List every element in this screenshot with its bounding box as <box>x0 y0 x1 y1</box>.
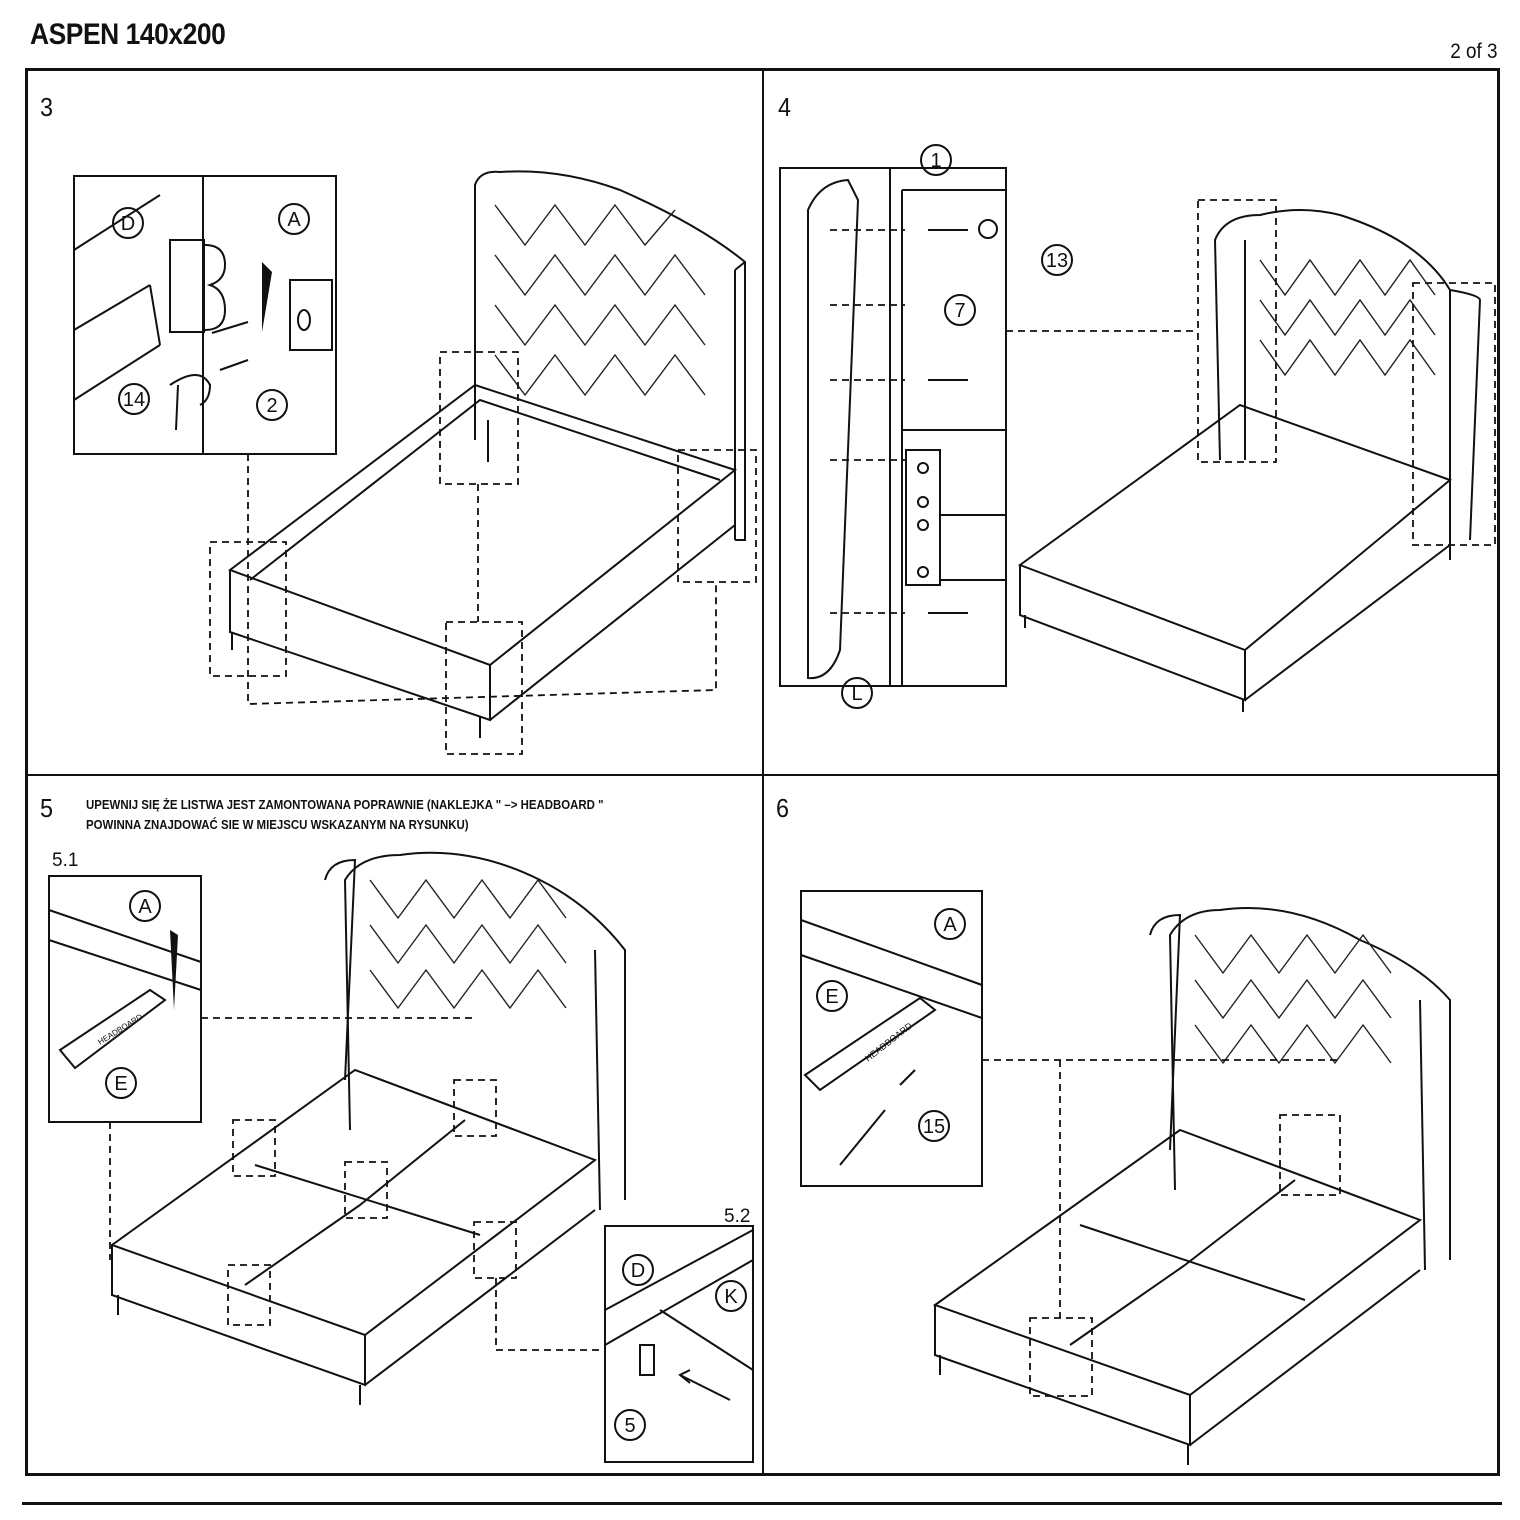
callout-5-K <box>715 1280 747 1312</box>
step-5-note-line1: UPEWNIJ SIĘ ŻE LISTWA JEST ZAMONTOWANA P… <box>86 797 604 812</box>
callout-6-E <box>816 980 848 1012</box>
step-4-detail-box <box>779 167 1007 687</box>
callout-5-D-label: D <box>631 1260 645 1282</box>
callout-5-5 <box>614 1409 646 1441</box>
step-5-detail-box-1 <box>48 875 202 1123</box>
callout-A <box>278 203 310 235</box>
callout-14 <box>118 383 150 415</box>
callout-6-15-label: 15 <box>923 1116 945 1138</box>
step-5-illustration: HEADBOARD A E D <box>48 851 754 1463</box>
callout-6-A-label: A <box>943 914 957 936</box>
callout-5-K-label: K <box>724 1286 738 1308</box>
step-6-illustration: HEADBOARD A E 15 <box>800 890 1451 1465</box>
step-3-headboard <box>474 170 746 541</box>
step-4-illustration: 1 13 7 L <box>779 144 1496 712</box>
step-4-headboard <box>1213 209 1482 541</box>
step-6-headboard <box>1168 907 1451 1260</box>
callout-7 <box>944 294 976 326</box>
callout-5-E-label: E <box>114 1073 127 1095</box>
divider-horizontal <box>25 774 1500 776</box>
step-5-sub2: 5.2 <box>724 1206 751 1227</box>
callout-5-D <box>622 1254 654 1286</box>
callout-2 <box>256 389 288 421</box>
callout-L <box>841 677 873 709</box>
callout-7-label: 7 <box>954 300 965 322</box>
step-4-number: 4 <box>778 92 792 122</box>
step-5-sub1: 5.1 <box>52 850 79 871</box>
step-5-sticker: HEADBOARD <box>96 1012 144 1047</box>
page-number: 2 of 3 <box>1450 40 1498 63</box>
callout-5-E <box>105 1067 137 1099</box>
callout-5-A <box>129 890 161 922</box>
callout-1 <box>920 144 952 176</box>
step-6-detail-box <box>800 890 983 1187</box>
callout-5-5-label: 5 <box>624 1415 635 1437</box>
step-6-sticker: HEADBOARD <box>863 1020 914 1063</box>
callout-13 <box>1041 244 1073 276</box>
bottom-rule <box>22 1502 1502 1505</box>
callout-2-label: 2 <box>266 395 277 417</box>
callout-6-15 <box>918 1110 950 1142</box>
callout-D <box>112 207 144 239</box>
divider-vertical <box>762 68 764 1476</box>
callout-D-label: D <box>121 213 135 235</box>
callout-6-E-label: E <box>825 986 838 1008</box>
step-3-detail-box <box>73 175 337 455</box>
step-6-number: 6 <box>776 793 790 823</box>
step-5-headboard <box>343 851 626 1200</box>
callout-1-label: 1 <box>930 150 941 172</box>
step-3-number: 3 <box>40 92 54 122</box>
callout-6-A <box>934 908 966 940</box>
callout-L-label: L <box>851 683 862 705</box>
step-3-illustration: D A 14 2 <box>73 170 757 755</box>
step-6-bed-frame <box>932 1128 1423 1397</box>
callout-5-A-label: A <box>138 896 152 918</box>
step-5-bed-frame <box>109 1068 598 1337</box>
document-title: ASPEN 140x200 <box>30 18 226 51</box>
step-3-bed-frame <box>227 383 738 667</box>
step-4-bed-frame <box>1017 403 1452 652</box>
step-5-number: 5 <box>40 793 54 823</box>
callout-13-label: 13 <box>1046 250 1068 272</box>
callout-A-label: A <box>287 209 301 231</box>
step-5-note-line2: POWINNA ZNAJDOWAĆ SIE W MIEJSCU WSKAZANY… <box>86 817 469 832</box>
callout-14-label: 14 <box>123 389 145 411</box>
